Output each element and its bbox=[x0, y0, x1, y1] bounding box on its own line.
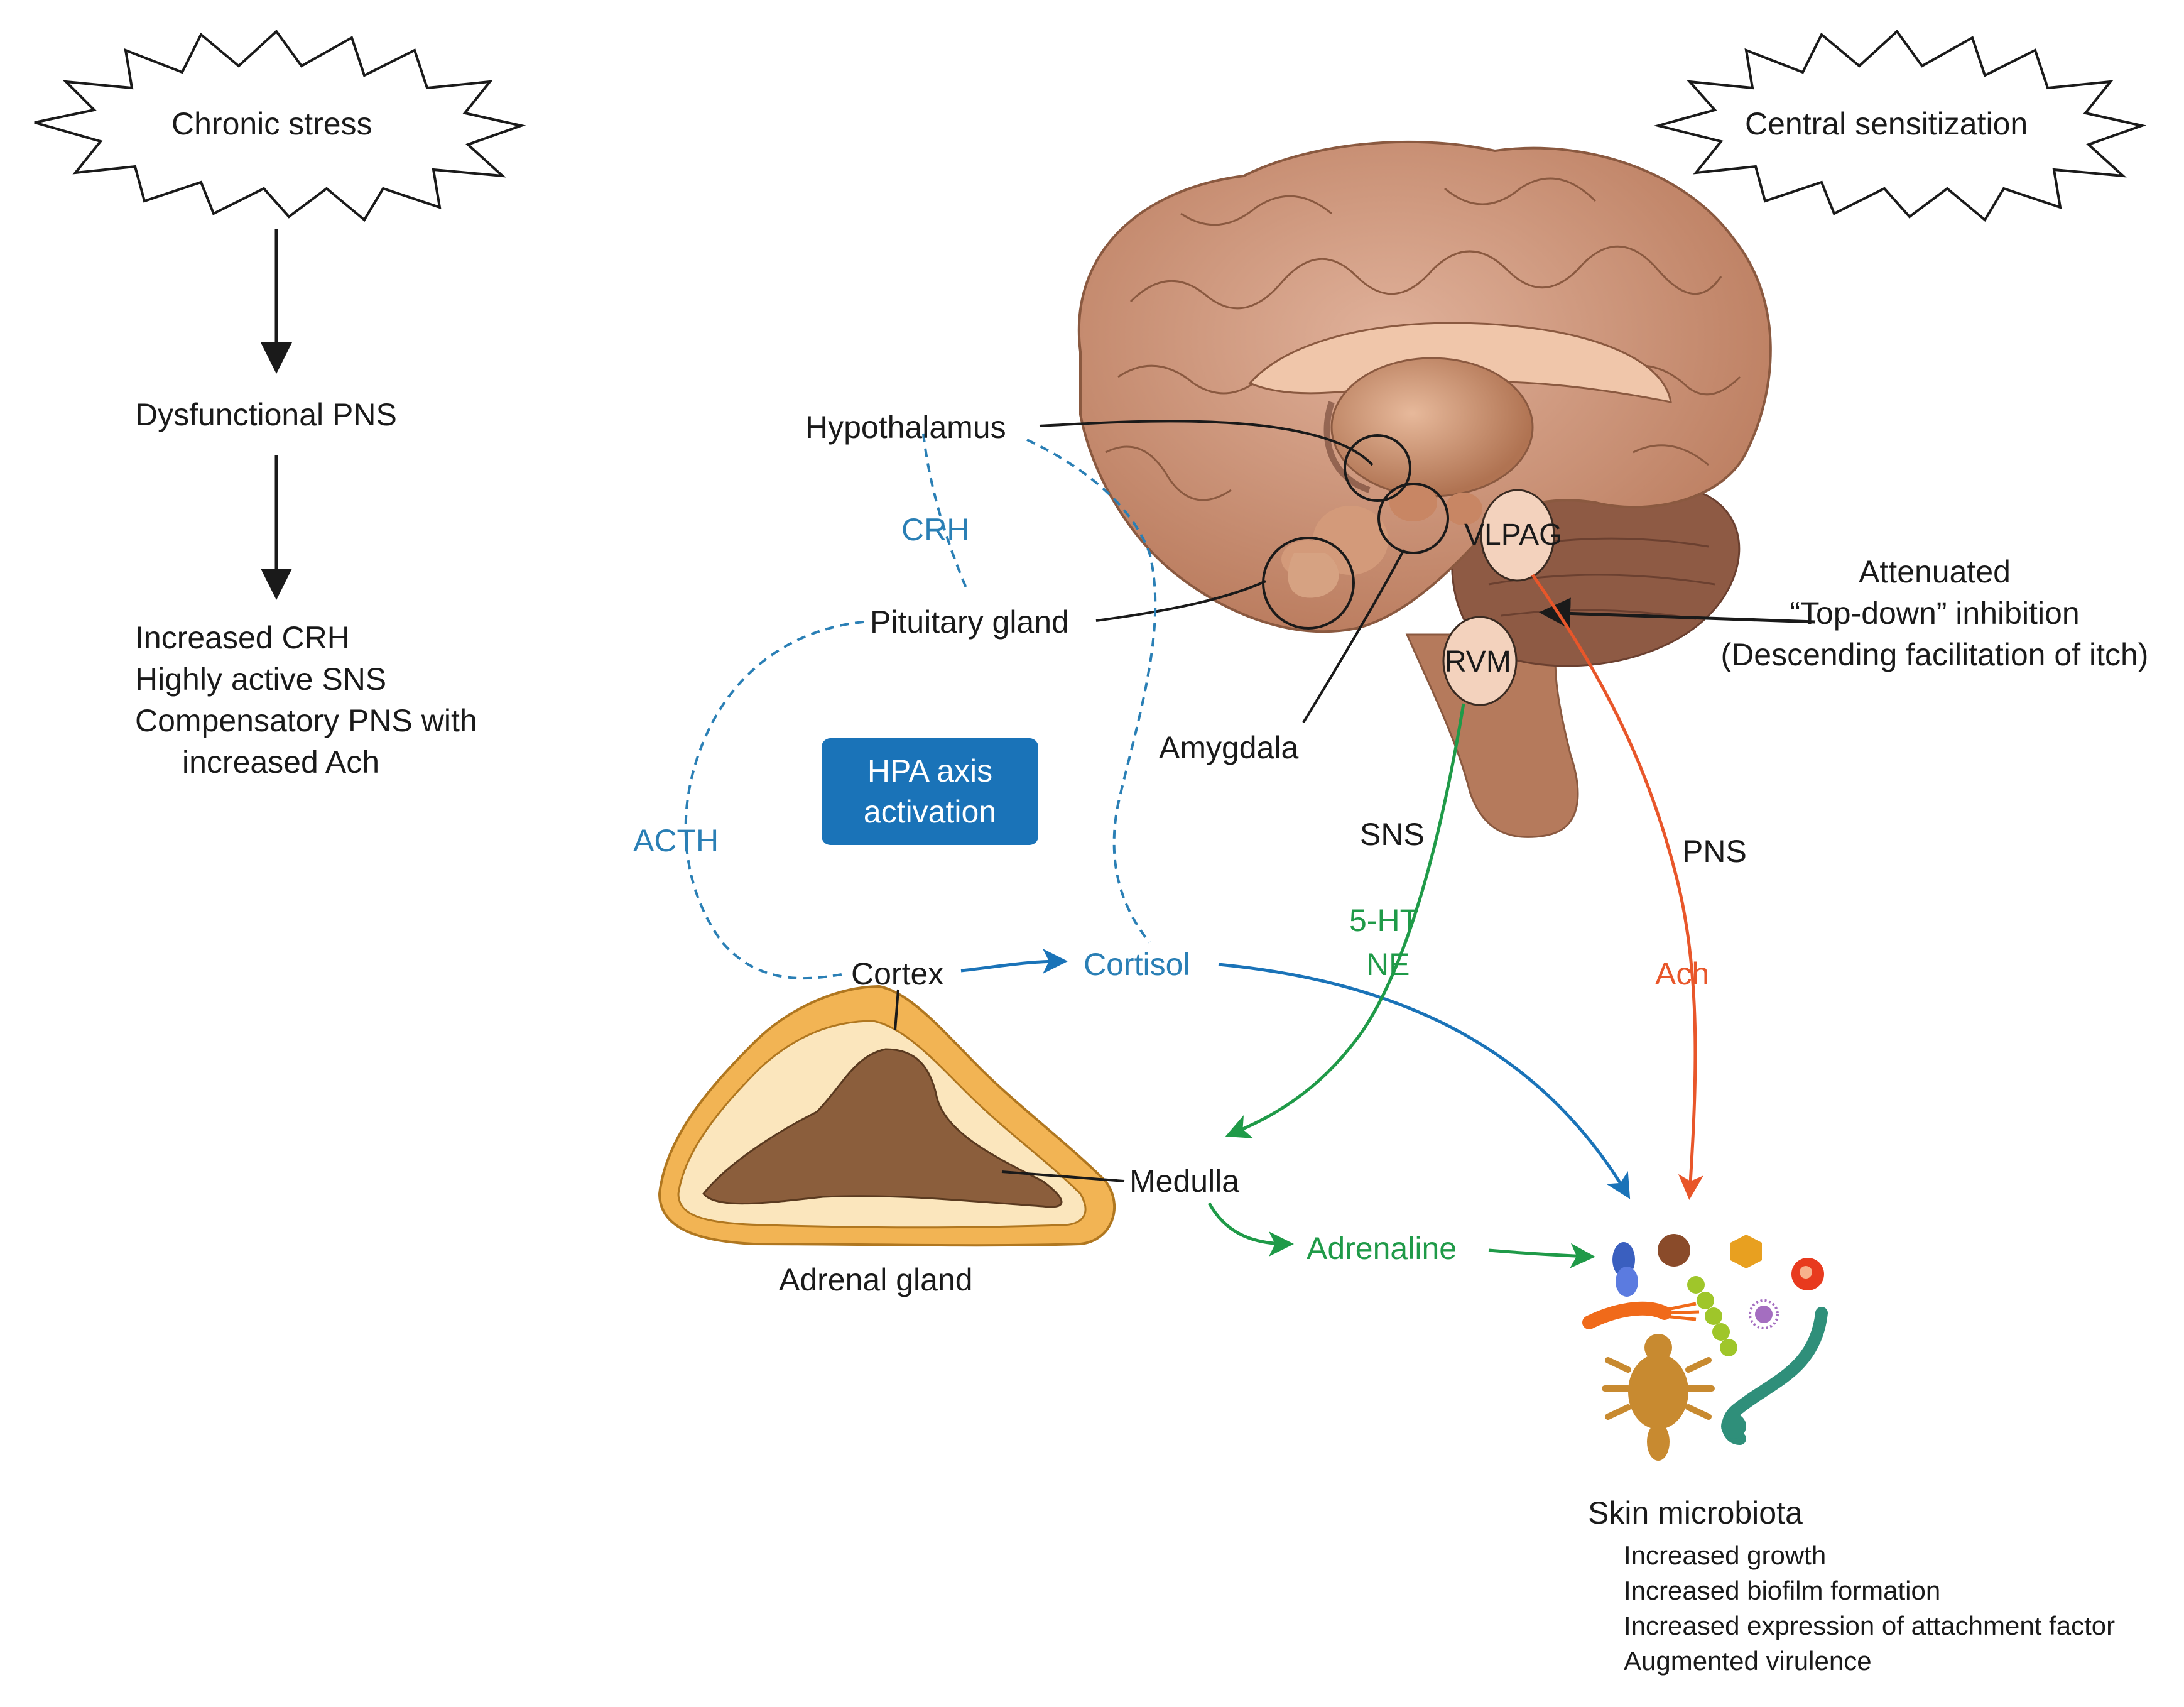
outcome-line: Highly active SNS bbox=[135, 662, 387, 697]
effect-line: Augmented virulence bbox=[1624, 1646, 1872, 1676]
adrenal-gland-illustration bbox=[658, 984, 1116, 1247]
ne-label: NE bbox=[1366, 947, 1410, 982]
rvm-label: RVM bbox=[1445, 645, 1511, 679]
pns-label: PNS bbox=[1682, 834, 1747, 869]
cortisol-label: Cortisol bbox=[1084, 947, 1190, 982]
adrenal-gland-label: Adrenal gland bbox=[779, 1262, 973, 1297]
outcome-line: Compensatory PNS with bbox=[135, 703, 477, 738]
hpa-axis-box: HPA axis activation bbox=[822, 738, 1038, 845]
adrenaline-label: Adrenaline bbox=[1307, 1231, 1457, 1266]
pituitary-gland-label: Pituitary gland bbox=[870, 604, 1069, 640]
hpa-box-line: HPA axis bbox=[867, 753, 993, 788]
effect-line: Increased expression of attachment facto… bbox=[1624, 1611, 2116, 1640]
outcome-line: increased Ach bbox=[182, 744, 380, 780]
ach-label: Ach bbox=[1655, 956, 1710, 991]
sns-label: SNS bbox=[1360, 817, 1425, 852]
skin-microbiota-title: Skin microbiota bbox=[1588, 1495, 1803, 1530]
dysfunctional-pns-label: Dysfunctional PNS bbox=[135, 397, 397, 432]
acth-label: ACTH bbox=[633, 823, 719, 858]
effect-line: Increased growth bbox=[1624, 1541, 1827, 1570]
sensitization-starburst bbox=[1653, 30, 2147, 222]
microbiota-illustration bbox=[1582, 1234, 1828, 1461]
inhibition-note: Attenuated “Top-down” inhibition (Descen… bbox=[1690, 556, 2180, 680]
amygdala-label: Amygdala bbox=[1159, 730, 1299, 765]
serotonin-label: 5-HT bbox=[1349, 903, 1420, 938]
central-sensitization-label: Central sensitization bbox=[1745, 106, 2028, 141]
inhibition-line: Attenuated bbox=[1859, 554, 2011, 589]
outcome-line: Increased CRH bbox=[135, 620, 350, 655]
cortex-label: Cortex bbox=[851, 956, 944, 991]
chronic-stress-label: Chronic stress bbox=[171, 106, 372, 141]
microbiota-effects: Increased growth Increased biofilm forma… bbox=[1624, 1542, 2115, 1683]
inhibition-line: “Top-down” inhibition bbox=[1790, 596, 2080, 631]
medulla-label: Medulla bbox=[1129, 1164, 1240, 1199]
effect-line: Increased biofilm formation bbox=[1624, 1576, 1941, 1605]
crh-label: CRH bbox=[901, 512, 970, 547]
brain-illustration bbox=[1077, 140, 1772, 838]
inhibition-line: (Descending facilitation of itch) bbox=[1720, 637, 2149, 672]
hpa-box-line: activation bbox=[863, 794, 997, 829]
stress-starburst bbox=[34, 30, 526, 222]
hypothalamus-label: Hypothalamus bbox=[805, 410, 1006, 445]
left-chain-outcomes: Increased CRH Highly active SNS Compensa… bbox=[135, 622, 477, 788]
vlpag-label: VLPAG bbox=[1464, 518, 1563, 552]
